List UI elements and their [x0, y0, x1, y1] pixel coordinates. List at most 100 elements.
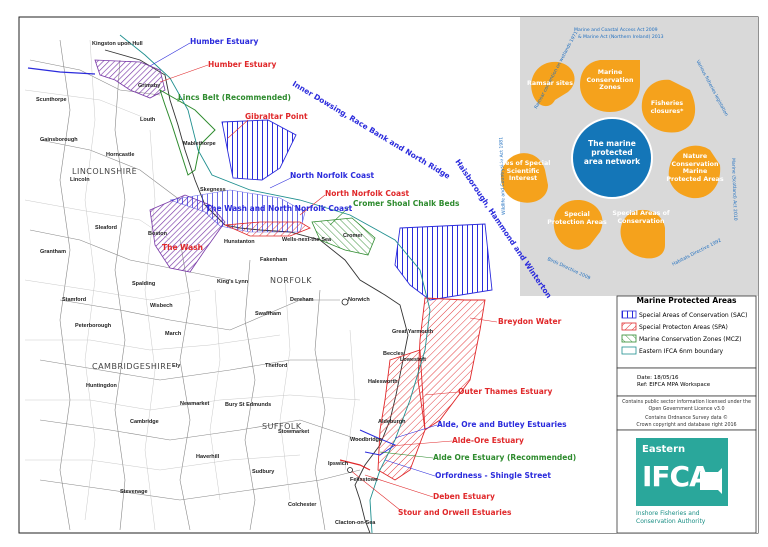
- town-beccles: Beccles: [383, 351, 404, 357]
- legend-item-sac-label: Special Areas of Conservation (SAC): [639, 311, 748, 319]
- outer-thames-inshore-area: [377, 349, 426, 481]
- license-box: [616, 395, 757, 431]
- petal-label-ramsar: Ramsar sites: [527, 80, 573, 87]
- legend-item-ifca-label: Eastern IFCA 6nm boundary: [639, 347, 724, 355]
- town-scunthorpe: Scunthorpe: [36, 97, 67, 103]
- label-alde-ore-estuary-spa: Alde-Ore Estuary: [452, 436, 524, 445]
- label-north-norfolk-coast-sac: North Norfolk Coast: [290, 171, 375, 180]
- legend: Marine Protected Areas Special Areas of …: [617, 296, 756, 366]
- town-mablethorpe: Mablethorpe: [183, 141, 216, 147]
- label-lincs-belt: Lincs Belt (Recommended): [178, 93, 291, 102]
- label-humber-estuary-sac: Humber Estuary: [190, 37, 259, 46]
- label-north-norfolk-coast-spa: North Norfolk Coast: [325, 189, 410, 198]
- town-cambridge: Cambridge: [130, 419, 159, 425]
- legend-item-ifca: Eastern IFCA 6nm boundary: [617, 345, 756, 357]
- legend-swatch-mcz: [621, 334, 637, 343]
- label-breydon-water: Breydon Water: [498, 317, 562, 326]
- info-date: Date: 18/05/16: [637, 375, 679, 381]
- minor-roads: [24, 39, 361, 531]
- license-block: Contains public sector information licen…: [617, 400, 756, 429]
- petal-label-mcz: Marine Conservation Zones: [586, 69, 634, 91]
- town-colchester: Colchester: [288, 502, 317, 508]
- town-stamford: Stamford: [62, 297, 87, 303]
- town-grimsby: Grimsby: [138, 83, 161, 89]
- town-felixstowe: Felixstowe: [350, 477, 379, 483]
- county-lincolnshire: LINCOLNSHIRE: [72, 167, 138, 176]
- town-grantham: Grantham: [40, 249, 66, 255]
- petal-ramsar: [531, 61, 575, 107]
- ifca-logo-sub: Inshore Fisheries and Conservation Autho…: [636, 510, 742, 526]
- petal-ncmpa: [668, 145, 721, 199]
- town-swaffham: Swaffham: [255, 311, 281, 317]
- legend-item-spa: Special Protecton Areas (SPA): [617, 321, 756, 333]
- town-gainsborough: Gainsborough: [40, 137, 78, 143]
- ifca-logo-sub1: Inshore Fisheries and: [636, 510, 700, 517]
- town-lowestoft: Lowestoft: [400, 357, 426, 363]
- legend-box: [616, 295, 757, 369]
- town-sudbury: Sudbury: [252, 469, 275, 475]
- legend-swatch-sac: [621, 310, 637, 319]
- town-great-yarmouth: Great Yarmouth: [392, 329, 434, 335]
- petal-label-fisheries: Fisheries closures*: [650, 100, 684, 115]
- town-woodbridge: Woodbridge: [350, 437, 382, 443]
- town-bury: Bury St Edmunds: [225, 402, 272, 408]
- petal-mcz: [580, 60, 640, 112]
- inner-dowsing-area: [221, 119, 297, 181]
- petal-fisheries: [641, 79, 696, 133]
- label-outer-thames: Outer Thames Estuary: [458, 387, 553, 396]
- petal-label-ncmpa: Nature Conservation Marine Protected Are…: [666, 153, 724, 183]
- road-network: [29, 39, 361, 531]
- town-wisbech: Wisbech: [150, 303, 173, 309]
- stour-orwell-line: [339, 459, 371, 471]
- town-louth: Louth: [140, 117, 156, 123]
- town-huntingdon: Huntingdon: [86, 383, 117, 389]
- town-kings-lynn: King's Lynn: [217, 279, 249, 285]
- town-hull: Kingston upon Hull: [92, 41, 143, 47]
- legend-title: Marine Protected Areas: [636, 296, 737, 305]
- town-sleaford: Sleaford: [95, 225, 118, 231]
- petal-sac: [620, 209, 665, 259]
- label-orfordness: Orfordness - Shingle Street: [435, 471, 551, 480]
- town-lincoln: Lincoln: [70, 177, 90, 183]
- label-humber-estuary-spa: Humber Estuary: [208, 60, 277, 69]
- petal-label-spa: Special Protection Areas: [547, 211, 607, 226]
- network-center-label: The marine protected area network: [583, 139, 641, 166]
- town-ely: Ely: [172, 363, 181, 369]
- town-aldeburgh: Aldeburgh: [378, 419, 406, 425]
- town-ipswich: Ipswich: [328, 461, 349, 467]
- legend-item-sac: Special Areas of Conservation (SAC): [617, 309, 756, 321]
- town-skegness: Skegness: [200, 187, 226, 193]
- town-halesworth: Halesworth: [368, 379, 398, 385]
- label-alde-ore-butley: Alde, Ore and Butley Estuaries: [437, 420, 567, 429]
- town-wells: Wells-next-the-Sea: [282, 237, 332, 243]
- ipswich-marker: [347, 467, 353, 473]
- license-line4: Crown copyright and database right 2016: [636, 422, 737, 428]
- town-peterborough: Peterborough: [75, 323, 112, 329]
- license-line2: Open Government Licence v3.0: [648, 406, 725, 412]
- town-stowmarket: Stowmarket: [278, 429, 310, 435]
- ifca-logo: Eastern IFCA Inshore Fisheries and Conse…: [636, 438, 742, 530]
- town-fakenham: Fakenham: [260, 257, 288, 263]
- humber-estuary-area: [94, 59, 166, 99]
- town-spalding: Spalding: [132, 281, 156, 287]
- town-march: March: [165, 331, 182, 337]
- alde-ore-line: [359, 429, 397, 456]
- legend-item-mcz-label: Marine Conservation Zones (MCZ): [639, 335, 742, 343]
- county-suffolk: SUFFOLK: [262, 422, 302, 431]
- legend-swatch-ifca: [621, 346, 637, 355]
- ifca-logo-name: IFCA: [642, 460, 711, 493]
- town-hunstanton: Hunstanton: [224, 239, 255, 245]
- label-deben-estuary: Deben Estuary: [433, 492, 495, 501]
- town-horncastle: Horncastle: [106, 152, 135, 158]
- label-the-wash: The Wash: [162, 243, 204, 252]
- norwich-marker: [341, 298, 349, 306]
- label-stour-orwell: Stour and Orwell Estuaries: [398, 508, 512, 517]
- info-ref: Ref: EIFCA MPA Workspace: [637, 382, 711, 388]
- ifca-logo-sub2: Conservation Authority: [636, 518, 706, 525]
- ifca-logo-region: Eastern: [642, 444, 686, 455]
- town-norwich: Norwich: [348, 297, 370, 303]
- north-norfolk-spa-area: [224, 221, 311, 237]
- petal-label-sac: Special Areas of Conservation: [612, 210, 670, 225]
- lincs-belt-area: [159, 88, 216, 176]
